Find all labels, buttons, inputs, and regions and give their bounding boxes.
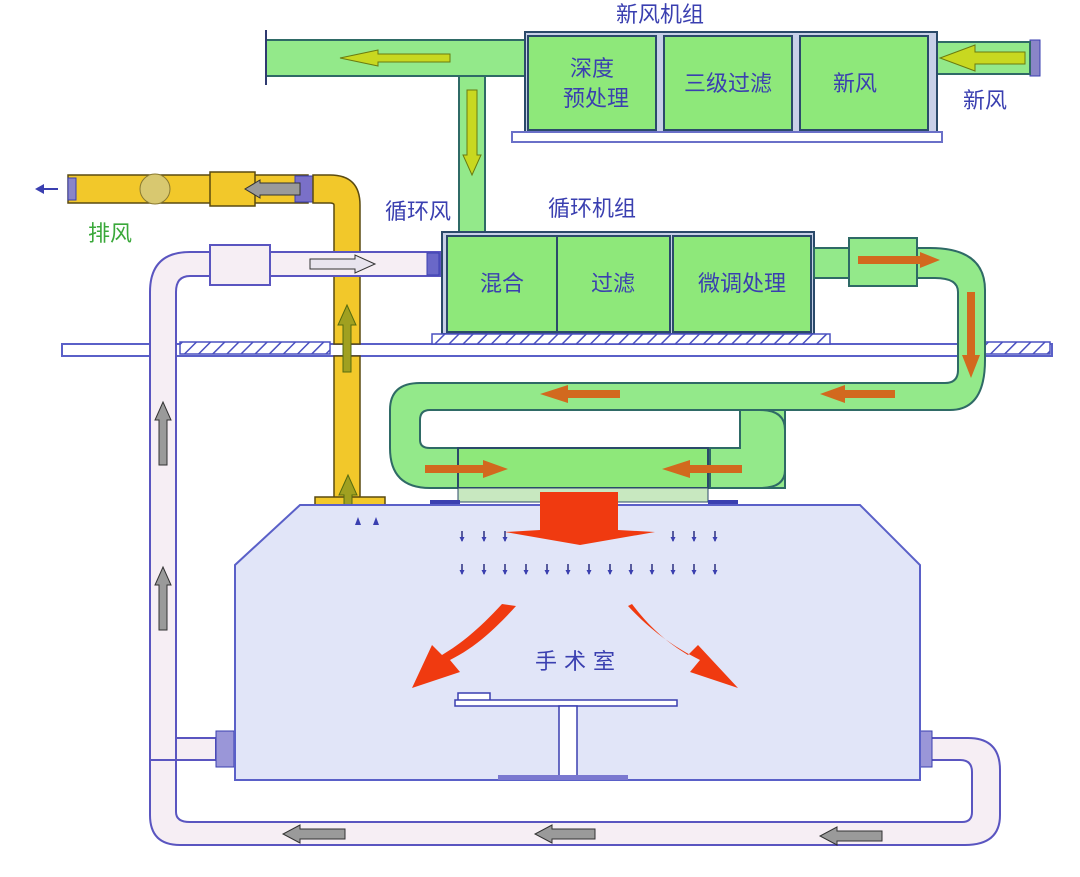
flow-tick-head	[459, 570, 465, 575]
circulation-section-label-2: 过滤	[591, 272, 635, 297]
circulation-section-label-3: 微调处理	[698, 272, 786, 297]
bottom-return-arrow-3	[818, 826, 883, 846]
supply-arrow-6	[662, 460, 742, 478]
return-up-arrow-1	[154, 400, 172, 466]
flow-tick-head	[712, 537, 718, 542]
fresh-air-down-arrow	[462, 89, 482, 177]
circulation-section-filtration	[556, 235, 671, 333]
operating-table	[454, 692, 678, 780]
circulation-section-label-1: 混合	[480, 272, 524, 297]
exhaust-tick	[355, 517, 361, 525]
flow-tick-head	[459, 537, 465, 542]
flow-tick-head	[586, 570, 592, 575]
bottom-return-arrow-2	[533, 824, 596, 844]
exhaust-arrow-up-upper	[337, 303, 357, 373]
flow-tick-head	[649, 570, 655, 575]
circulation-section-fine-tuning	[672, 235, 812, 333]
airflow-curve-right	[628, 604, 738, 688]
flow-tick-head	[481, 570, 487, 575]
flow-tick-head	[544, 570, 550, 575]
flow-tick-head	[502, 537, 508, 542]
fresh-air-section-label-1a: 深度	[570, 57, 614, 82]
supply-arrow-4	[540, 385, 620, 403]
fresh-air-section-pretreatment	[527, 35, 657, 131]
return-air-duct	[149, 244, 1001, 846]
flow-tick-head	[481, 537, 487, 542]
fresh-air-out-arrow	[339, 49, 451, 67]
flow-tick-head	[691, 570, 697, 575]
fresh-air-inlet-label: 新风	[963, 89, 1007, 114]
flow-tick-head	[691, 537, 697, 542]
flow-tick-head	[628, 570, 634, 575]
exhaust-tick	[373, 517, 379, 525]
flow-tick-head	[607, 570, 613, 575]
bottom-return-arrow-1	[281, 824, 346, 844]
supply-arrow-1	[858, 252, 940, 268]
fresh-air-section-intake	[799, 35, 929, 131]
flow-tick-head	[523, 570, 529, 575]
exhaust-arrow-left	[244, 179, 301, 199]
supply-duct	[389, 237, 986, 506]
airflow-curve-left	[412, 604, 516, 688]
circulation-section-mixing	[446, 235, 558, 333]
operating-room-label: 手 术 室	[535, 650, 615, 675]
operating-room: 手 术 室	[234, 492, 921, 781]
flow-tick-head	[712, 570, 718, 575]
fresh-air-section-label-1b: 预处理	[563, 87, 629, 112]
flow-tick-head	[670, 537, 676, 542]
flow-tick-head	[502, 570, 508, 575]
laminar-flow-arrow	[505, 492, 655, 545]
fresh-air-section-filtration	[663, 35, 793, 131]
fresh-air-unit: 深度 预处理 三级过滤 新风 新风机组	[511, 3, 943, 143]
laminar-flow-ticks	[355, 517, 718, 575]
circulation-unit-title: 循环机组	[548, 197, 636, 222]
supply-arrow-5	[425, 460, 508, 478]
return-up-arrow-2	[154, 565, 172, 631]
exhaust-label: 排风	[88, 222, 132, 247]
supply-arrow-3	[820, 385, 895, 403]
flow-tick-head	[565, 570, 571, 575]
fresh-air-section-label-3: 新风	[833, 72, 877, 97]
return-air-label: 循环风	[385, 200, 451, 225]
fresh-air-section-label-2: 三级过滤	[684, 72, 772, 97]
supply-arrow-2	[962, 292, 980, 378]
return-to-unit-arrow	[309, 254, 377, 274]
fresh-air-inlet-arrow	[938, 44, 1026, 72]
circulation-unit: 混合 过滤 微调处理 循环机组	[431, 197, 831, 345]
fresh-air-unit-title: 新风机组	[616, 3, 704, 28]
flow-tick-head	[670, 570, 676, 575]
exhaust-duct	[35, 171, 386, 541]
